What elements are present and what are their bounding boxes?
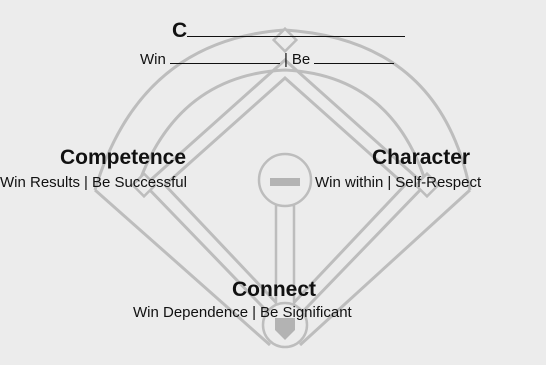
left-separator: | xyxy=(84,174,88,191)
right-sub-right: Self-Respect xyxy=(395,174,482,191)
home-plate xyxy=(275,318,295,340)
left-heading: Competence xyxy=(60,146,187,169)
top-sub-left: Win xyxy=(140,51,166,68)
top-heading-blank xyxy=(187,22,406,37)
bottom-sub-right: Be Significant xyxy=(259,304,352,321)
top-heading-text: C xyxy=(172,19,188,42)
right-subtitle: Win within|Self-Respect xyxy=(315,174,481,191)
left-foul-line xyxy=(94,188,271,347)
top-sub-right-blank xyxy=(314,49,395,64)
bottom-heading: Connect xyxy=(232,278,316,301)
left-subtitle: Win Results|Be Successful xyxy=(0,174,187,191)
top-subtitle: Win |Be xyxy=(140,49,395,68)
top-sub-right: Be xyxy=(291,51,311,68)
right-separator: | xyxy=(387,174,392,191)
third-base xyxy=(130,171,158,199)
second-base xyxy=(271,26,299,54)
right-sub-left: Win within xyxy=(315,174,384,191)
pitchers-rubber xyxy=(270,178,300,186)
top-sub-left-blank xyxy=(170,49,281,64)
right-foul-line xyxy=(298,188,472,347)
right-heading: Character xyxy=(372,146,471,169)
first-base xyxy=(413,171,441,199)
top-separator: | xyxy=(284,51,288,68)
left-sub-right: Be Successful xyxy=(91,174,187,191)
top-heading: C xyxy=(172,19,406,42)
bottom-separator: | xyxy=(252,304,256,321)
bottom-subtitle: Win Dependence|Be Significant xyxy=(133,304,352,321)
infield-arc xyxy=(138,68,427,181)
bottom-sub-left: Win Dependence xyxy=(133,304,249,321)
left-sub-left: Win Results xyxy=(0,174,81,191)
